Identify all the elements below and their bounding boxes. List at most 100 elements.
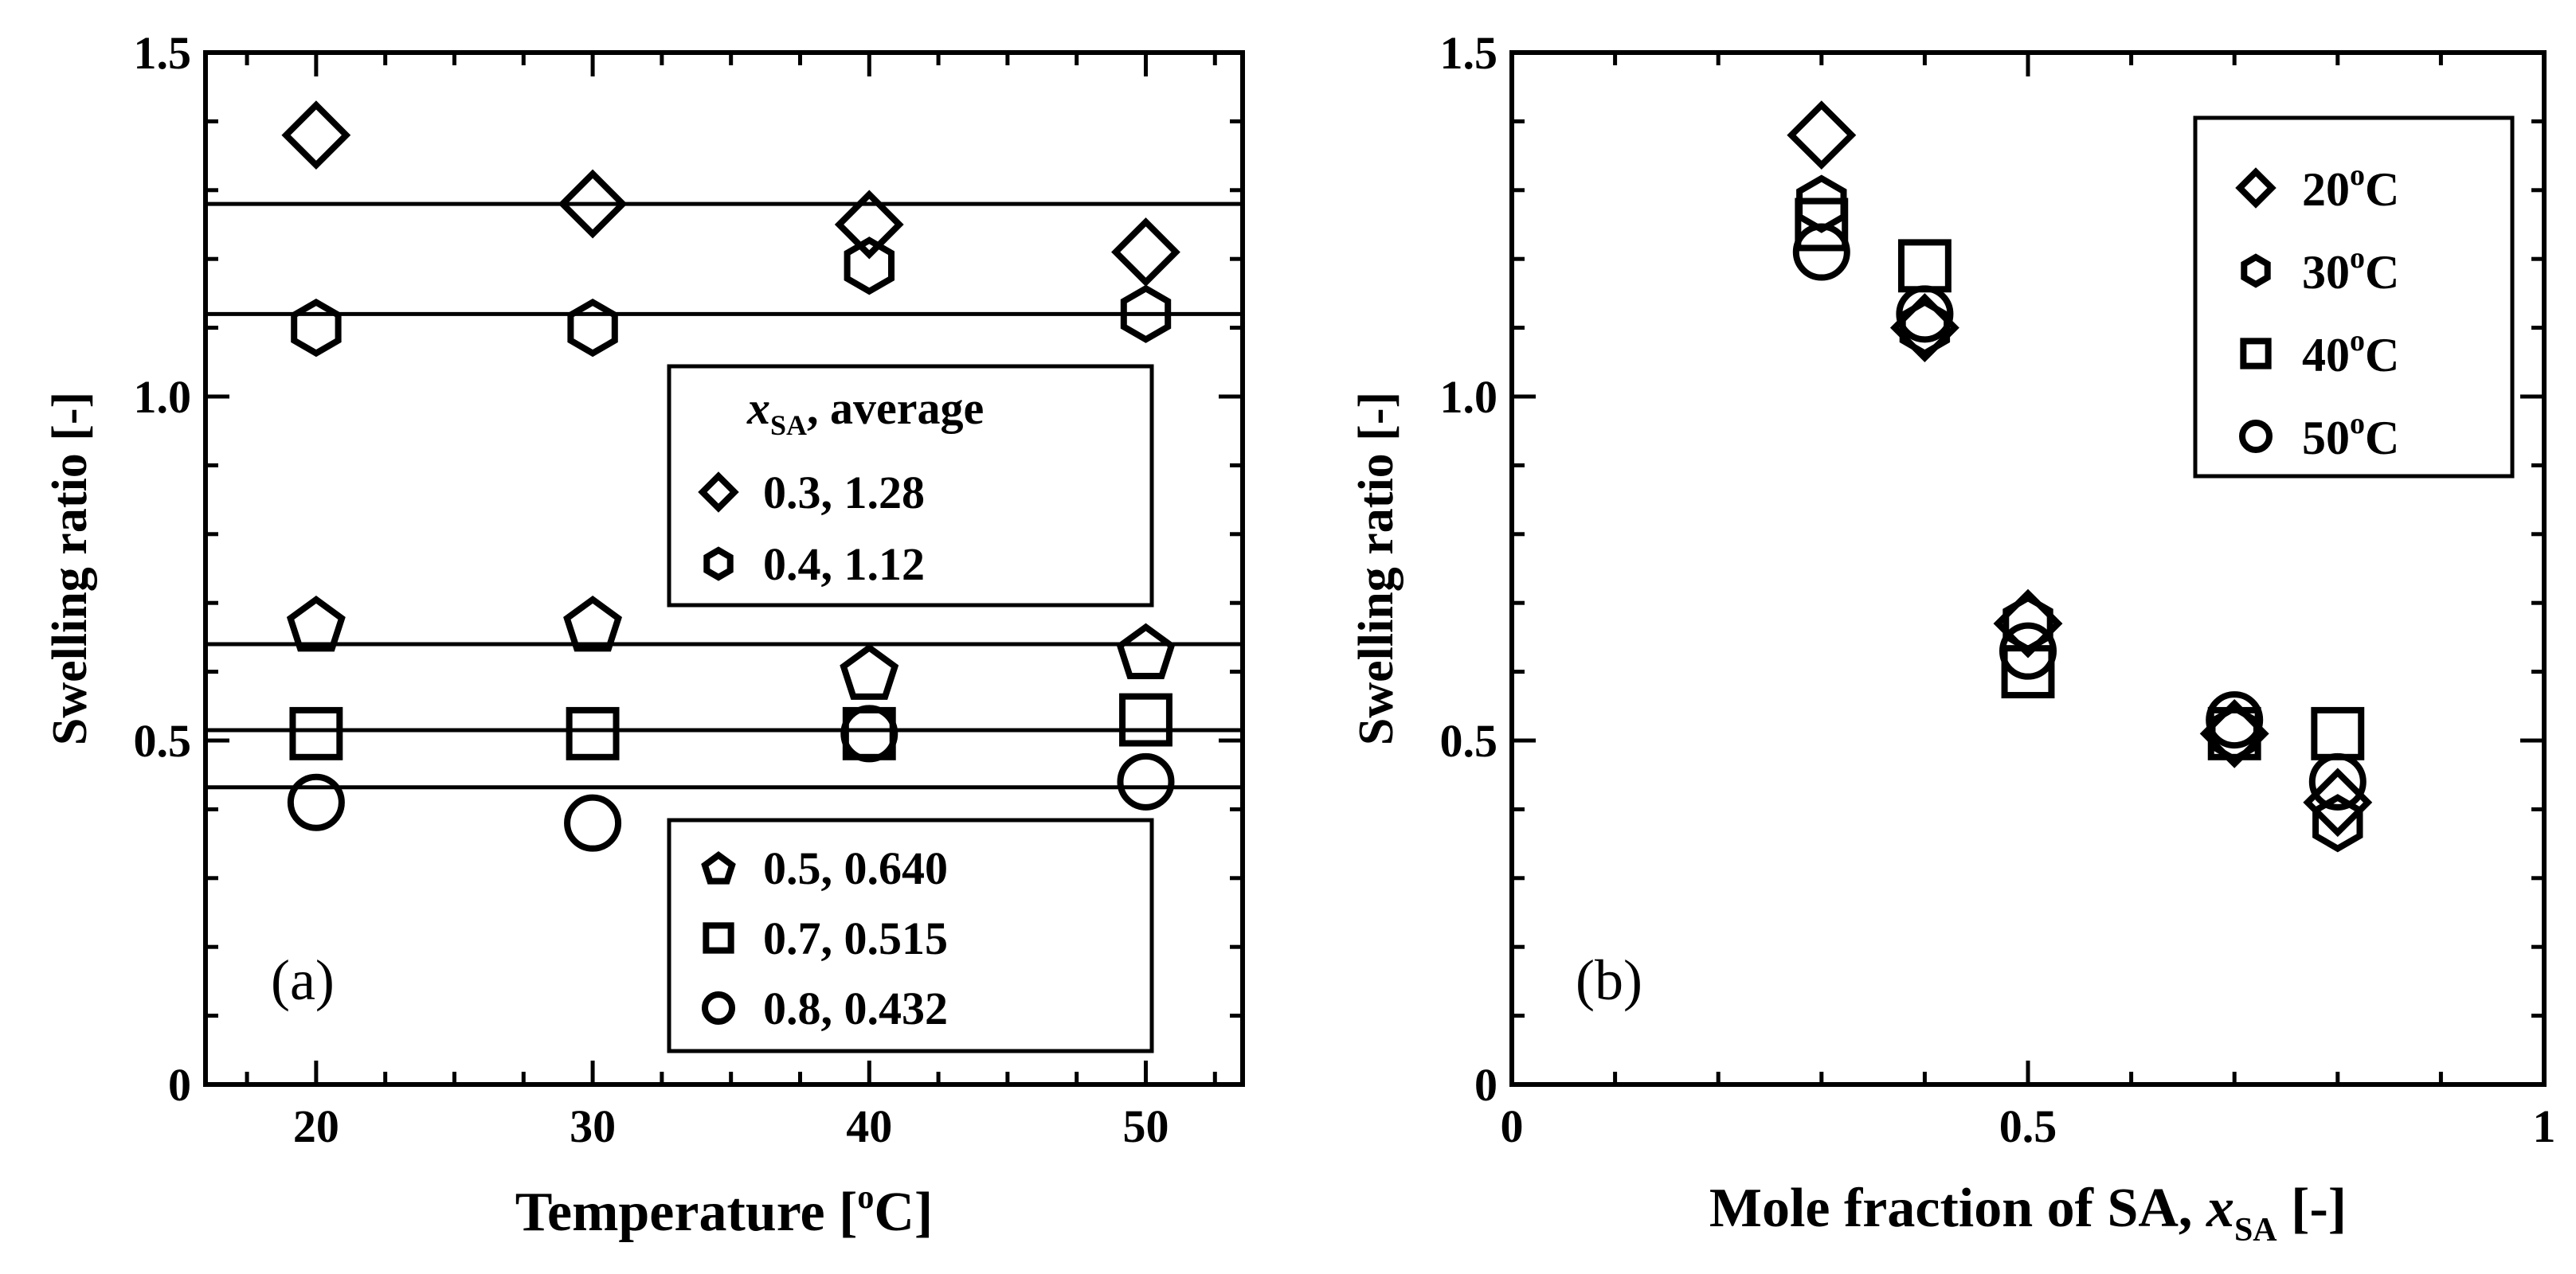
data-point-square	[2311, 706, 2365, 760]
data-point-square	[2001, 645, 2055, 699]
legend-entry-label: 40oC	[2302, 324, 2399, 381]
x-tick-label: 1	[2533, 1100, 2556, 1152]
y-axis-label: Swelling ratio [-]	[43, 392, 97, 745]
x-tick-label: 20	[293, 1100, 339, 1152]
legend-entry-unit: C	[2365, 163, 2399, 216]
data-point-circle	[1792, 223, 1850, 281]
data-point-hexagon	[844, 236, 895, 295]
legend-marker-square	[2240, 338, 2272, 369]
legend-title: xSA, average	[746, 382, 984, 441]
data-point-hexagon	[1899, 298, 1951, 358]
legend-marker-hexagon	[703, 546, 734, 581]
data-point-diamond	[834, 190, 904, 260]
legend-lower: 0.5, 0.640 0.7, 0.515 0.8, 0.432	[667, 818, 1154, 1053]
legend-marker-diamond	[698, 471, 739, 513]
plot-frame	[203, 50, 1245, 1087]
legend-entry-label: 0.7, 0.515	[763, 913, 948, 964]
legend-title-rest: , average	[807, 382, 984, 434]
legend-marker-hexagon	[2241, 253, 2271, 288]
data-point-diamond	[281, 100, 351, 170]
data-point-circle	[1117, 752, 1175, 811]
y-tick-label: 1.0	[1440, 371, 1498, 423]
x-axis-label-sup: o	[857, 1179, 874, 1216]
x-axis-label-var: x	[2206, 1178, 2234, 1239]
data-point-circle	[2206, 691, 2264, 749]
data-point-circle	[1999, 622, 2057, 680]
panel-a: 0 0.5 1.0 1.5 20 30 40 50 Swelling ratio [-] Temp…	[43, 27, 1245, 1243]
x-axis-label: Temperature [oC]	[515, 1179, 934, 1243]
legend-entry-label: 20oC	[2302, 158, 2399, 216]
x-axis-label-end: C]	[874, 1182, 933, 1243]
panel-label: (a)	[271, 948, 335, 1012]
data-point-hexagon	[567, 298, 618, 358]
x-tick-label: 30	[570, 1100, 616, 1152]
data-point-hexagon	[2209, 704, 2260, 764]
legend-entry-value: 40	[2302, 329, 2350, 381]
legend-box	[667, 364, 1154, 608]
legend-title-var: x	[746, 382, 770, 434]
data-point-pentagon	[1116, 623, 1176, 679]
data-point-hexagon	[1120, 284, 1172, 343]
y-tick-label: 1.0	[134, 371, 192, 423]
legend-marker-circle	[2239, 420, 2273, 453]
data-point-pentagon	[563, 596, 622, 652]
legend-entry-sup: o	[2350, 407, 2365, 440]
legend-entry-value: 20	[2302, 163, 2350, 216]
data-point-square	[1795, 197, 1849, 252]
legend-marker-square	[703, 922, 734, 954]
y-tick-label: 0.5	[134, 715, 192, 767]
data-point-square	[1119, 693, 1173, 747]
data-point-circle	[287, 773, 345, 831]
legend-entry-sup: o	[2350, 241, 2365, 275]
data-point-pentagon	[840, 643, 899, 700]
data-point-diamond	[1111, 217, 1180, 287]
legend-entry-label: 0.8, 0.432	[763, 983, 948, 1034]
legend-marker-diamond	[2235, 167, 2277, 209]
legend-title-sub: SA	[770, 409, 807, 441]
data-point-square	[1897, 239, 1952, 293]
legend-entry-label: 0.4, 1.12	[763, 538, 925, 590]
x-tick-label: 0.5	[1999, 1100, 2057, 1152]
data-point-circle	[1896, 285, 1954, 343]
y-tick-label: 0	[1474, 1059, 1497, 1111]
data-point-square	[289, 706, 343, 760]
x-axis-label-main: Temperature [	[515, 1182, 858, 1243]
legend-entry-label: 30oC	[2302, 241, 2399, 299]
x-axis-label-main: Mole fraction of SA,	[1709, 1178, 2206, 1239]
data-point-circle	[564, 794, 622, 852]
y-tick-label: 0.5	[1440, 715, 1498, 767]
y-axis-label: Swelling ratio [-]	[1349, 392, 1403, 745]
legend-entry-unit: C	[2365, 329, 2399, 381]
legend-entry-unit: C	[2365, 246, 2399, 299]
x-axis-label-sub: SA	[2234, 1212, 2277, 1249]
legend-marker-circle	[702, 991, 735, 1025]
panel-label: (b)	[1576, 948, 1642, 1012]
data-point-circle	[2308, 752, 2367, 811]
x-tick-label: 40	[846, 1100, 892, 1152]
legend-entry-value: 50	[2302, 412, 2350, 464]
x-axis-label-end: [-]	[2277, 1178, 2347, 1239]
y-tick-label: 1.5	[134, 27, 192, 79]
y-tick-label: 1.5	[1440, 27, 1498, 79]
legend-entry-sup: o	[2350, 324, 2365, 358]
legend-entry-label: 0.5, 0.640	[763, 842, 948, 894]
legend-entry-label: 50oC	[2302, 407, 2399, 464]
panel-b: 0 0.5 1.0 1.5 0 0.5 1 Swelling ratio [-] Mole fr…	[1349, 27, 2556, 1249]
legend-marker-pentagon	[701, 851, 736, 885]
x-tick-label: 0	[1501, 1100, 1524, 1152]
data-point-diamond	[1787, 100, 1857, 170]
data-point-pentagon	[286, 596, 346, 652]
y-tick-label: 0	[168, 1059, 191, 1111]
data-point-circle	[840, 705, 898, 763]
data-point-diamond	[558, 169, 628, 239]
legend-entry-sup: o	[2350, 158, 2365, 192]
legend-entry-value: 30	[2302, 246, 2350, 299]
legend-box	[667, 818, 1154, 1053]
data-point-square	[566, 706, 620, 760]
x-tick-label: 50	[1122, 1100, 1169, 1152]
legend-entry-unit: C	[2365, 412, 2399, 464]
x-axis-label: Mole fraction of SA, xSA [-]	[1709, 1178, 2347, 1249]
